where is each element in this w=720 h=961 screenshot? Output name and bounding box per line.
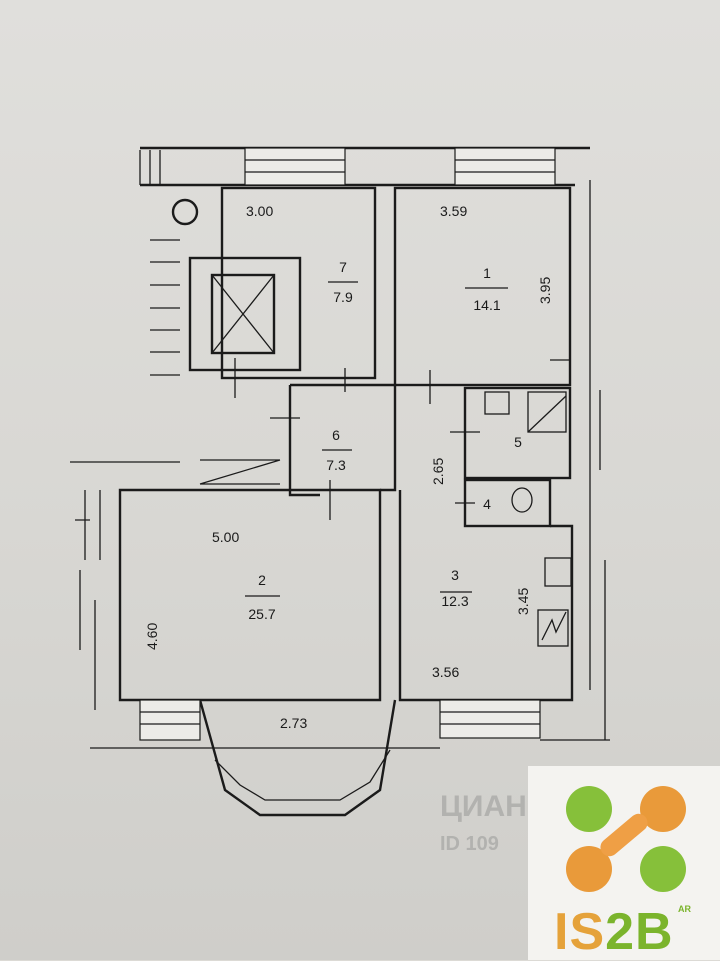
room-7-label: 7 7.9 xyxy=(328,259,358,305)
dimension-label: 2.65 xyxy=(430,458,446,485)
room-1 xyxy=(393,186,572,387)
svg-text:14.1: 14.1 xyxy=(473,297,500,313)
room-3 xyxy=(398,490,574,702)
dimension-label: 4.60 xyxy=(144,623,160,650)
svg-text:2: 2 xyxy=(258,572,266,588)
room-6-label: 6 7.3 xyxy=(322,427,352,473)
dimension-label: 3.45 xyxy=(515,588,531,615)
room-7 xyxy=(220,186,377,380)
logo-dot-green xyxy=(640,846,686,892)
room-4-label: 4 xyxy=(483,496,491,512)
dimension-label: 2.73 xyxy=(280,715,307,731)
hall-6 xyxy=(288,383,397,497)
room-2-label: 2 25.7 xyxy=(245,572,280,622)
logo-sup: AR xyxy=(678,904,691,914)
stair-hatching xyxy=(139,150,180,376)
room-5 xyxy=(463,386,572,480)
watermark: ЦИАН ID 109 xyxy=(440,790,527,858)
room-3-label: 3 12.3 xyxy=(440,567,472,609)
room-5-label: 5 xyxy=(514,434,522,450)
dimension-label: 3.56 xyxy=(432,664,459,680)
svg-text:25.7: 25.7 xyxy=(248,606,275,622)
room-4 xyxy=(463,478,552,528)
room-1-label: 1 14.1 xyxy=(465,265,508,313)
elevator-shaft xyxy=(188,256,302,372)
svg-text:6: 6 xyxy=(332,427,340,443)
svg-text:7: 7 xyxy=(339,259,347,275)
dimension-label: 3.00 xyxy=(246,203,273,219)
svg-text:12.3: 12.3 xyxy=(441,593,468,609)
watermark-name: ЦИАН xyxy=(440,790,527,823)
svg-text:7.9: 7.9 xyxy=(333,289,353,305)
logo-dot-green xyxy=(566,786,612,832)
window xyxy=(244,147,346,186)
bay-window xyxy=(198,699,397,817)
window xyxy=(454,147,556,186)
svg-text:1: 1 xyxy=(483,265,491,281)
logo-text: IS2B xyxy=(554,903,674,961)
dimension-label: 3.59 xyxy=(440,203,467,219)
room-2 xyxy=(118,488,382,702)
dimension-label: 5.00 xyxy=(212,529,239,545)
column xyxy=(171,198,199,226)
is2b-logo: IS2B AR xyxy=(528,766,720,960)
dimension-label: 3.95 xyxy=(537,277,553,304)
watermark-id: ID 109 xyxy=(440,833,499,855)
svg-text:7.3: 7.3 xyxy=(326,457,346,473)
svg-text:3: 3 xyxy=(451,567,459,583)
